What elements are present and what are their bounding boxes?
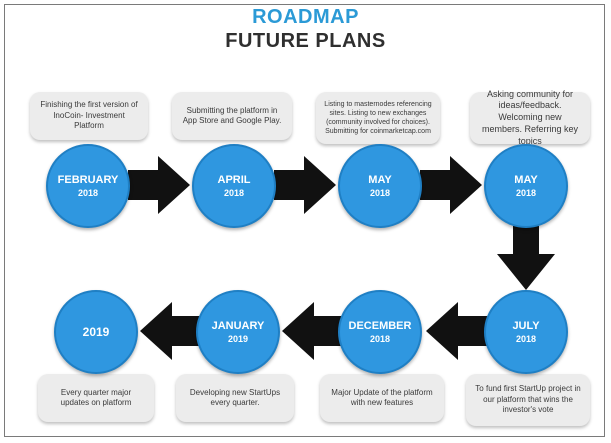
milestone-4-month: MAY — [514, 174, 538, 186]
milestone-7-circle: JANUARY 2019 — [196, 290, 280, 374]
arrow-left-2 — [282, 302, 344, 360]
milestone-6-month: DECEMBER — [348, 320, 412, 332]
roadmap-title: ROADMAP — [252, 6, 359, 28]
milestone-8-circle: 2019 — [54, 290, 138, 374]
milestone-7-year: 2019 — [227, 334, 249, 344]
milestone-2-circle: APRIL 2018 — [192, 144, 276, 228]
arrow-left-1 — [426, 302, 488, 360]
milestone-5-circle: JULY 2018 — [484, 290, 568, 374]
milestone-8-description: Every quarter major updates on platform — [38, 374, 154, 422]
milestone-6-description: Major Update of the platform with new fe… — [320, 374, 444, 422]
milestone-7-month: JANUARY — [211, 320, 265, 332]
milestone-4-year: 2018 — [515, 188, 537, 198]
arrow-right-1 — [128, 156, 190, 214]
milestone-1-description: Finishing the first version of InoCoin- … — [30, 92, 148, 140]
milestone-1-month: FEBRUARY — [57, 174, 119, 186]
milestone-3-circle: MAY 2018 — [338, 144, 422, 228]
milestone-2-year: 2018 — [223, 188, 245, 198]
milestone-5-description: To fund first StartUp project in our pla… — [466, 374, 590, 426]
milestone-5-month: JULY — [512, 320, 540, 332]
milestone-2-month: APRIL — [217, 174, 251, 186]
milestone-8-month: 2019 — [82, 325, 110, 339]
milestone-3-description: Listing to masternodes referencing sites… — [316, 92, 440, 144]
milestone-4-circle: MAY 2018 — [484, 144, 568, 228]
arrow-down — [497, 226, 555, 290]
milestone-3-month: MAY — [368, 174, 392, 186]
milestone-6-year: 2018 — [369, 334, 391, 344]
milestone-2-description: Submitting the platform in App Store and… — [172, 92, 292, 140]
diagram-frame — [4, 4, 605, 437]
milestone-3-year: 2018 — [369, 188, 391, 198]
arrow-left-3 — [140, 302, 202, 360]
milestone-4-description: Asking community for ideas/feedback. Wel… — [470, 89, 590, 146]
arrow-right-3 — [420, 156, 482, 214]
milestone-5-year: 2018 — [515, 334, 537, 344]
milestone-7-description: Developing new StartUps every quarter. — [176, 374, 294, 422]
milestone-6-circle: DECEMBER 2018 — [338, 290, 422, 374]
arrow-right-2 — [274, 156, 336, 214]
milestone-1-circle: FEBRUARY 2018 — [46, 144, 130, 228]
future-plans-subtitle: FUTURE PLANS — [225, 30, 386, 52]
milestone-1-year: 2018 — [77, 188, 99, 198]
